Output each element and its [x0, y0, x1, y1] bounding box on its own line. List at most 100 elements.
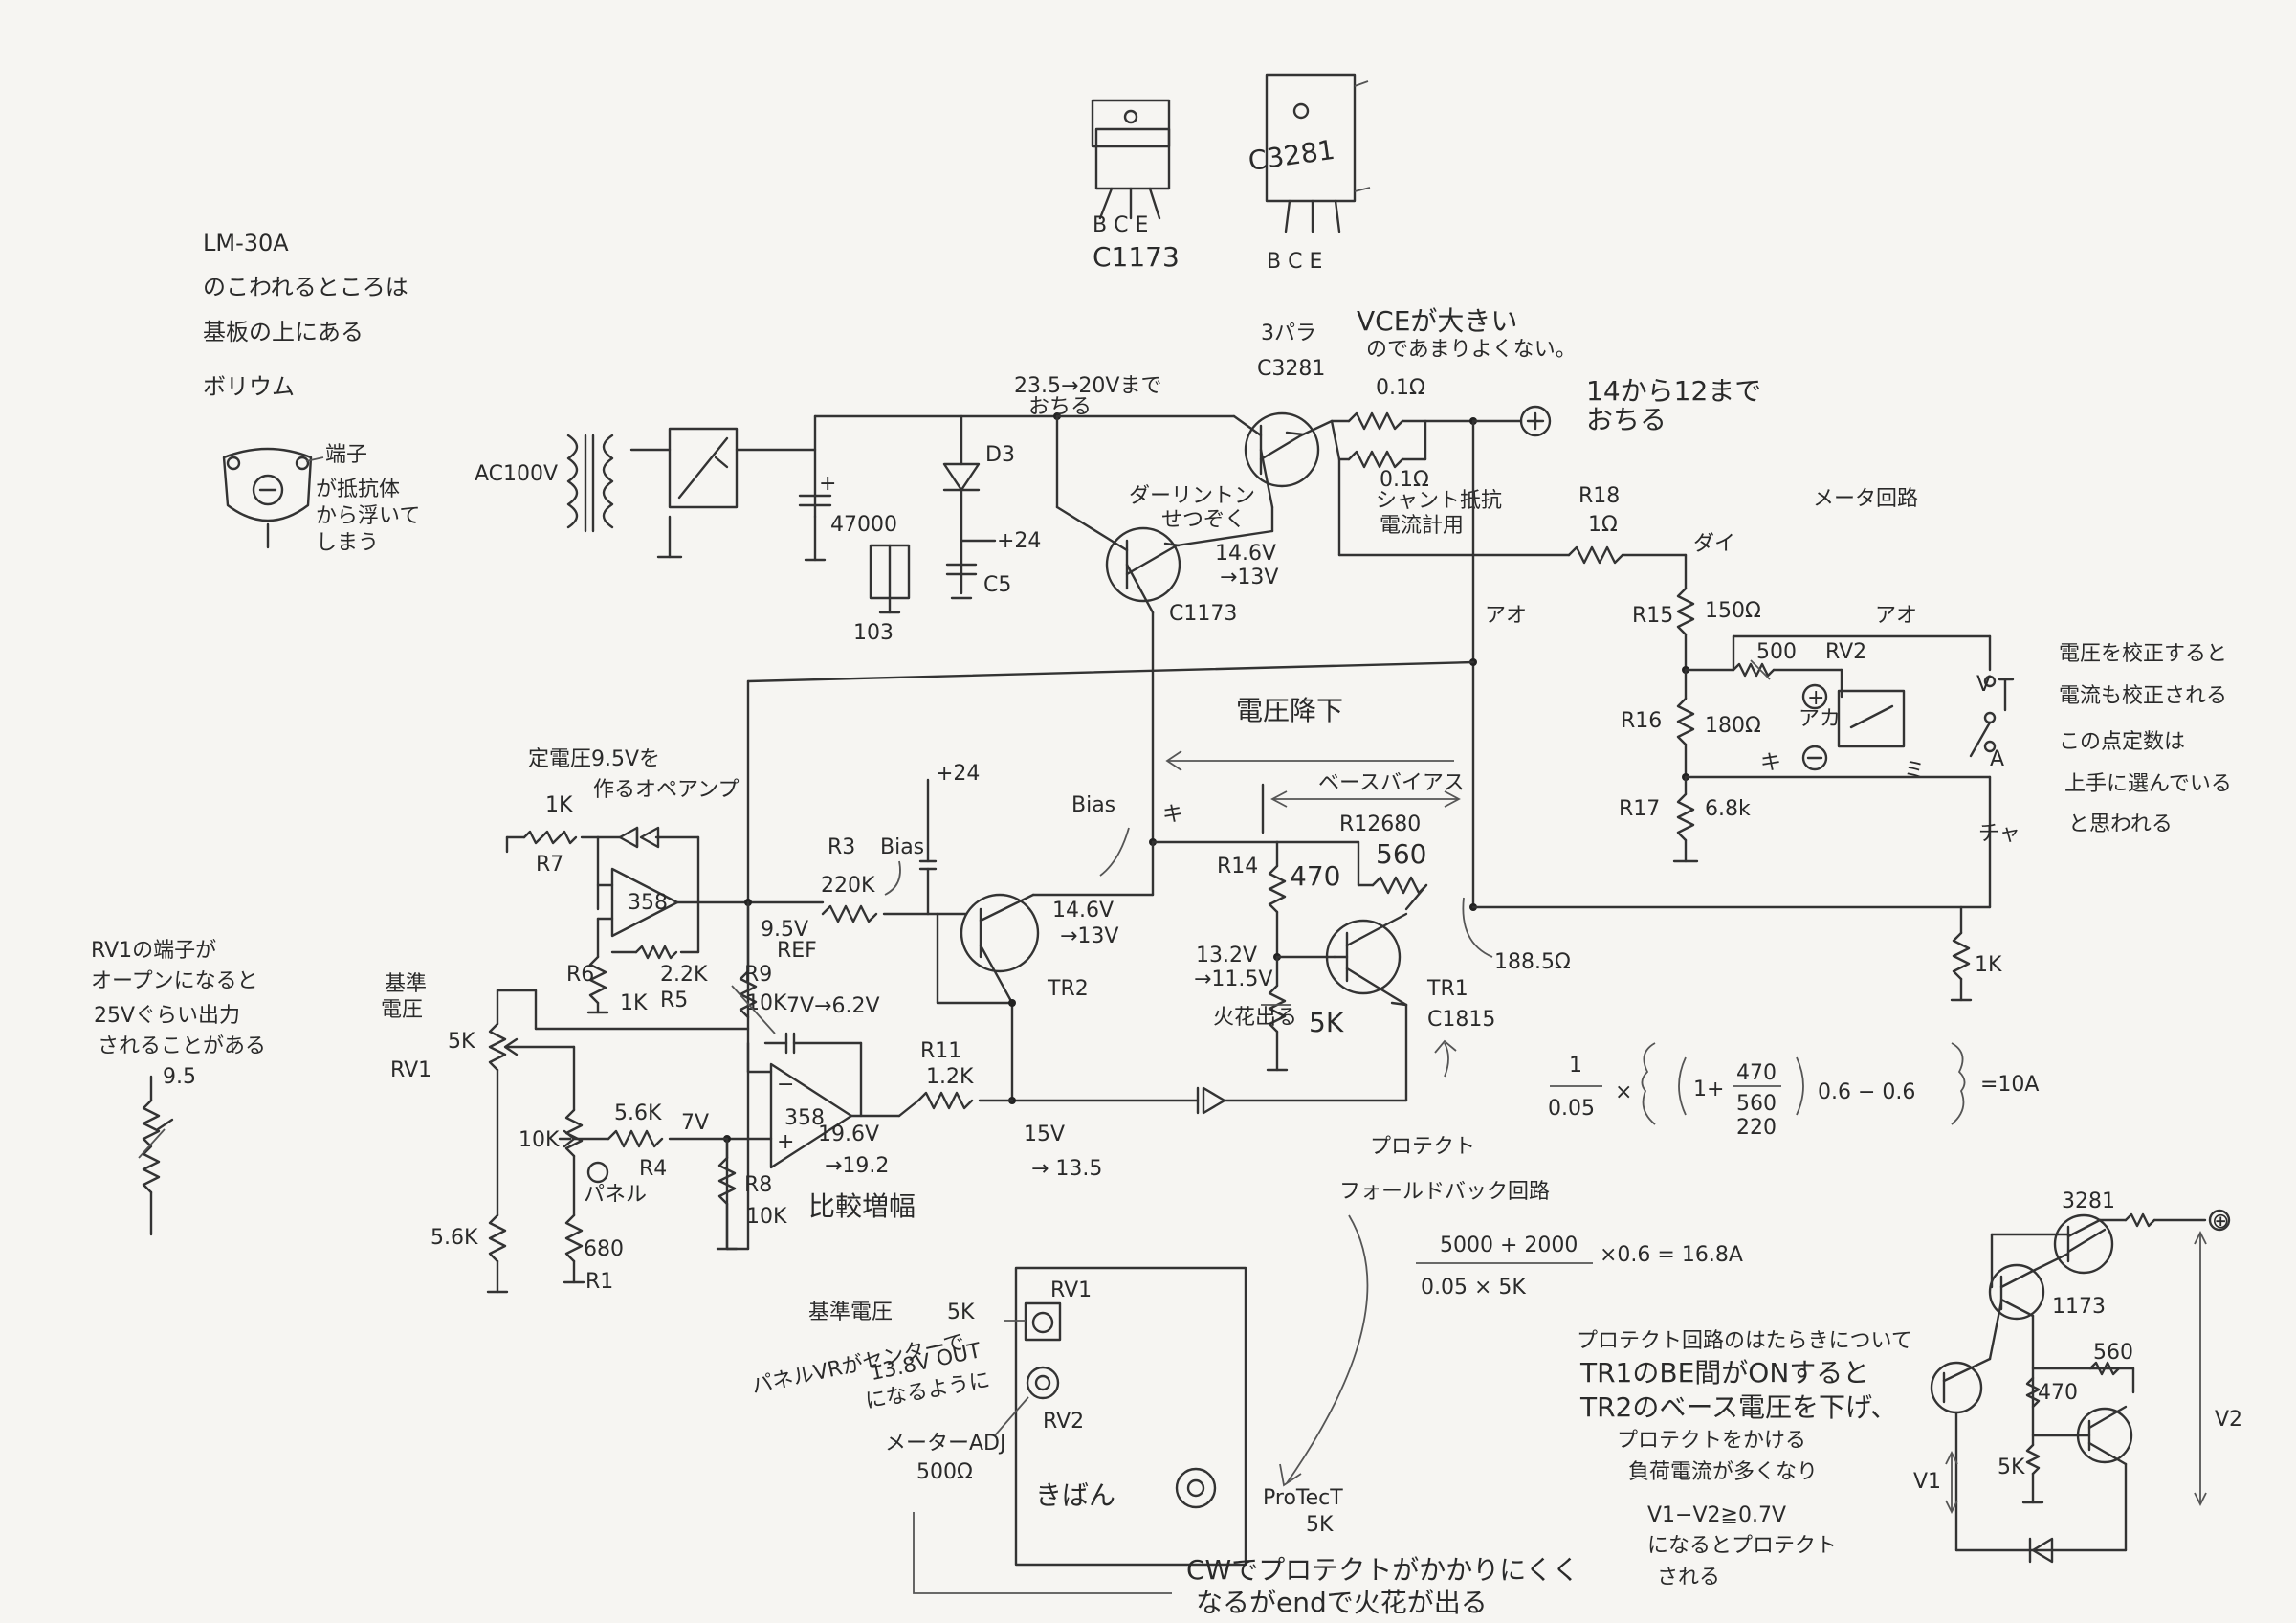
darlington-label-2: せつぞく [1161, 508, 1246, 532]
formula2-num: 5000 + 2000 [1440, 1234, 1578, 1257]
v115-label: →11.5V [1194, 967, 1272, 991]
c1173-name: C1173 [1093, 241, 1180, 273]
volume-note-line4: しまう [316, 531, 379, 555]
mini-protect-schematic: 3281 ⊕ 1173 470 560 5K [1913, 1189, 2242, 1564]
volume-note-line2: が抵抗体 [316, 478, 400, 501]
v13b-label: →13V [1060, 924, 1118, 948]
r7-label: R7 [536, 853, 563, 877]
rv2-label: RV2 [1825, 640, 1866, 664]
board-meter-adj: メーターADJ [885, 1432, 1005, 1456]
drop-label-1: 23.5→20Vまで [1014, 374, 1161, 398]
board-rv2: RV2 [1043, 1410, 1084, 1434]
c103-label: 103 [853, 621, 894, 645]
r10k-label: 10K [746, 991, 787, 1015]
r8-label: R8 [744, 1173, 772, 1197]
r1-label: R1 [585, 1270, 613, 1294]
r470-label: 470 [1290, 860, 1340, 892]
darlington-label: ダーリントン [1129, 484, 1255, 508]
r5k2-label: 5K [448, 1030, 475, 1054]
ao-label: アオ [1485, 604, 1527, 628]
board-rv1-trimmer [1031, 1311, 1054, 1334]
ac-label: AC100V [475, 462, 558, 486]
c1815-label: C1815 [1427, 1008, 1495, 1032]
r10k2-label: 10K [519, 1128, 560, 1152]
r3-label: R3 [828, 835, 855, 859]
rv1-voltage: 9.5 [163, 1065, 196, 1089]
rv1-note-4: されることがある [98, 1034, 266, 1058]
board-rv2-trimmer [1026, 1366, 1060, 1400]
protect-note-6: V1−V2≧0.7V [1647, 1503, 1786, 1527]
right-note-4: 上手に選んでいる [2064, 772, 2232, 796]
r11-label: R11 [920, 1039, 961, 1063]
v196-label: 19.6V [818, 1123, 879, 1146]
right-note-1: 電圧を校正すると [2059, 642, 2227, 666]
r17-value: 6.8k [1705, 797, 1751, 821]
formula1-rest: 0.6 − 0.6 [1818, 1080, 1915, 1104]
base-v-label: 基準 [385, 972, 427, 996]
mini-plus: ⊕ [2212, 1210, 2229, 1234]
c3281-symbol [1244, 411, 1320, 488]
voltage-drop-label: 電圧降下 [1236, 695, 1343, 726]
ao2-label: アオ [1875, 604, 1917, 628]
shunt-r-label: 0.1Ω [1380, 468, 1429, 492]
cha-label: チャ [1978, 822, 2020, 846]
svg-text:+: + [819, 472, 836, 496]
r1885-label: 188.5Ω [1494, 950, 1571, 974]
mini-v1: V1 [1913, 1470, 1941, 1494]
c3281-package-sketch: C3281 B C E [1247, 73, 1371, 274]
r4-label: R4 [639, 1157, 667, 1181]
mini-3281: 3281 [2062, 1189, 2115, 1213]
tr1-label: TR1 [1426, 977, 1468, 1001]
shunt-label-2: 電流計用 [1380, 514, 1464, 538]
panel-label: パネル [584, 1183, 647, 1207]
v13-label: →13V [1220, 566, 1278, 589]
v146b-label: 14.6V [1052, 899, 1114, 923]
board-outline [1014, 1266, 1247, 1567]
ref-opamp-symbol [610, 867, 679, 938]
v192-label: →19.2 [825, 1154, 889, 1178]
rv1-note-2: オープンになると [91, 969, 258, 993]
tr2-section: +24 Bias TR2 14.6V →13V [918, 762, 1155, 1104]
vce-note-1: VCEが大きい [1357, 305, 1517, 337]
svg-text:+: + [777, 1130, 794, 1154]
c3281-pins: B C E [1267, 250, 1322, 274]
svg-text:−: − [777, 1073, 794, 1097]
meter-symbol [1837, 689, 1906, 748]
v132-label: 13.2V [1196, 944, 1257, 967]
title-note: LM-30A のこわれるところは 基板の上にある ボリウム [203, 230, 408, 400]
rv1-label: RV1 [390, 1058, 431, 1082]
ref-label: REF [777, 939, 817, 963]
shunt-label: シャント抵抗 [1376, 489, 1502, 513]
c1173-package-sketch: B C E C1173 [1091, 99, 1180, 273]
v7v-label: 7V→6.2V [786, 994, 880, 1018]
plus24b-label: +24 [936, 762, 980, 786]
r12-label: R12680 [1339, 812, 1421, 836]
mini-v2: V2 [2215, 1408, 2242, 1432]
d3-label: D3 [985, 443, 1015, 467]
compare-opamp-symbol [769, 1062, 853, 1169]
formula2-den: 0.05 × 5K [1421, 1276, 1526, 1300]
formula2-result: ×0.6 = 16.8A [1600, 1243, 1743, 1267]
r56k-label: 5.6K [614, 1101, 662, 1125]
c3281-name: C3281 [1247, 134, 1337, 177]
aka-label: アカ [1799, 707, 1841, 731]
op358b-label: 358 [784, 1106, 825, 1130]
r14-label: R14 [1217, 855, 1258, 878]
out-drop-1: 14から12まで [1586, 375, 1761, 407]
r9-label: R9 [744, 963, 772, 987]
volume-sketch: 端子 が抵抗体 から浮いて しまう [222, 443, 420, 555]
r680-label: 680 [584, 1237, 624, 1261]
tr2-label: TR2 [1047, 977, 1089, 1001]
r16-value: 180Ω [1705, 714, 1761, 738]
r1kb-label: 1K [620, 991, 648, 1015]
r6-label: R6 [566, 963, 594, 987]
tr2-symbol [960, 893, 1040, 973]
formula1-result: =10A [1980, 1073, 2039, 1097]
r15-value: 150Ω [1705, 599, 1761, 623]
r560-label: 560 [1376, 838, 1426, 870]
r18-label: R18 [1578, 484, 1620, 508]
ki2-label: キ [1162, 803, 1183, 827]
v95-label: 9.5V [761, 918, 808, 942]
r56k2-label: 5.6K [430, 1226, 478, 1250]
